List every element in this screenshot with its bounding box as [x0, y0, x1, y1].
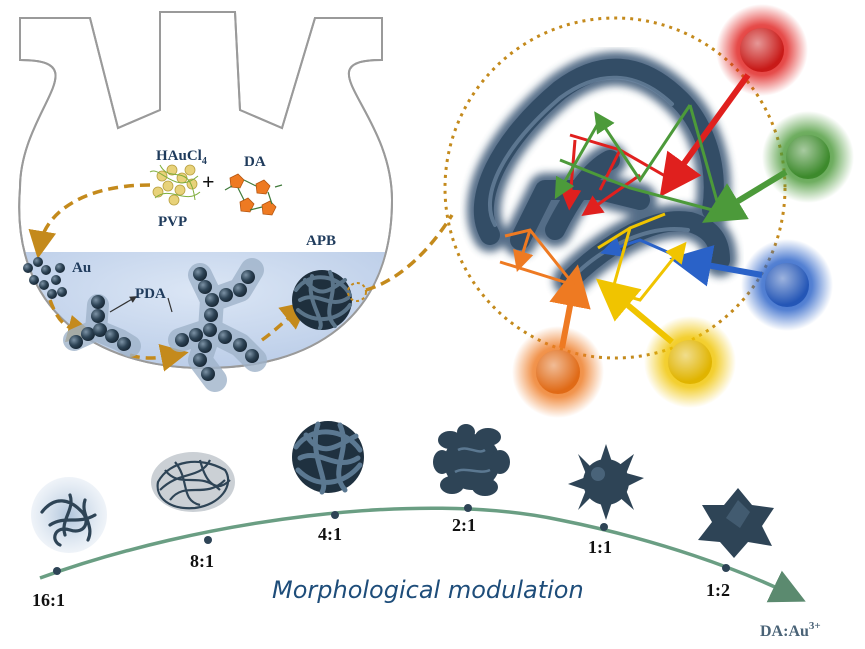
pda-coated-chain	[63, 294, 141, 357]
synthesis-path-arrow	[28, 183, 151, 259]
yellow-probe	[595, 212, 736, 408]
timeline-point	[464, 504, 472, 512]
ratio-label: 1:2	[706, 580, 730, 600]
zoom-detail-panel	[443, 4, 854, 418]
plus-sign: +	[202, 169, 215, 194]
ratio-label: 8:1	[190, 551, 214, 571]
apb-label: APB	[306, 233, 336, 249]
timeline-point	[53, 567, 61, 575]
pda-pointer	[109, 296, 138, 313]
ratio-label: 16:1	[32, 590, 65, 610]
morphology-8-1-icon	[151, 452, 235, 512]
pvp-gold-complex-icon	[149, 164, 201, 206]
au-label: Au	[72, 260, 91, 276]
modulation-title: Morphological modulation	[272, 576, 584, 604]
pda-label: PDA	[135, 286, 166, 302]
timeline-point	[600, 523, 608, 531]
blue-probe	[600, 236, 833, 331]
morphology-1-1-icon	[568, 444, 644, 520]
morphology-1-2-icon	[698, 488, 774, 558]
green-probe	[554, 104, 854, 223]
dopamine-molecule-icon	[224, 173, 283, 216]
axis-label: DA:Au3+	[760, 620, 821, 640]
morphology-4-1-icon	[292, 421, 364, 495]
synthesis-path-arrow-2	[48, 299, 96, 343]
reagent-da-label: DA	[244, 154, 266, 170]
reagent-pvp-label: PVP	[158, 214, 187, 230]
nanostrand-network	[466, 51, 737, 297]
timeline-point	[204, 536, 212, 544]
apb-nanosphere	[292, 270, 367, 330]
ratio-label: 2:1	[452, 515, 476, 535]
reagent-gold-label: HAuCl4	[156, 148, 207, 167]
ratio-label: 1:1	[588, 537, 612, 557]
timeline-point	[722, 564, 730, 572]
red-probe	[570, 4, 808, 217]
morphology-timeline: 16:1 8:1 4:1 2:1 1:1 1:2 Morphological m…	[31, 421, 821, 640]
synthesis-path-arrow-4	[260, 301, 309, 342]
zoom-connector	[365, 214, 454, 292]
timeline-point	[331, 511, 339, 519]
pda-network-pointer	[167, 297, 173, 313]
timeline-curve	[39, 506, 806, 603]
orange-probe	[499, 228, 604, 418]
morphology-2-1-icon	[433, 424, 510, 496]
morphology-16-1-icon	[31, 477, 107, 553]
pda-branched-network	[168, 258, 267, 392]
au-seed-particles	[23, 257, 67, 299]
ratio-label: 4:1	[318, 524, 342, 544]
